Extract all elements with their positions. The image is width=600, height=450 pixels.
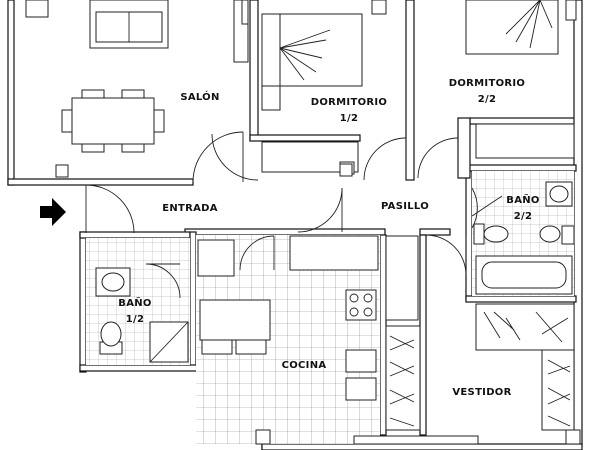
label-dormitorio-2-name: DORMITORIO — [449, 78, 525, 89]
label-dormitorio-1-name: DORMITORIO — [311, 97, 387, 108]
label-dormitorio-2-num: 2/2 — [478, 94, 496, 105]
bedroom-2-furniture — [417, 0, 577, 179]
label-bano-2-name: BAÑO — [506, 193, 539, 206]
label-bano-1-name: BAÑO — [118, 296, 151, 309]
label-vestidor: VESTIDOR — [452, 387, 511, 398]
bath-1-fixtures — [86, 238, 190, 365]
entrance-doors — [85, 133, 353, 234]
label-pasillo: PASILLO — [381, 201, 429, 212]
arrow-right-icon — [40, 198, 66, 226]
label-bano-1-num: 1/2 — [126, 314, 144, 325]
label-dormitorio-1-num: 1/2 — [340, 113, 358, 124]
room-labels: SALÓN DORMITORIO 1/2 DORMITORIO 2/2 ENTR… — [118, 78, 539, 398]
bath-2-fixtures — [425, 171, 575, 296]
label-entrada: ENTRADA — [162, 203, 218, 214]
kitchen-fixtures — [196, 235, 419, 445]
label-cocina: COCINA — [282, 360, 327, 371]
label-bano-2-num: 2/2 — [514, 211, 532, 222]
bedroom-1-furniture — [261, 0, 407, 181]
salon-furniture — [25, 0, 249, 183]
label-salon: SALÓN — [180, 90, 219, 103]
vestidor-fixtures — [353, 303, 581, 445]
